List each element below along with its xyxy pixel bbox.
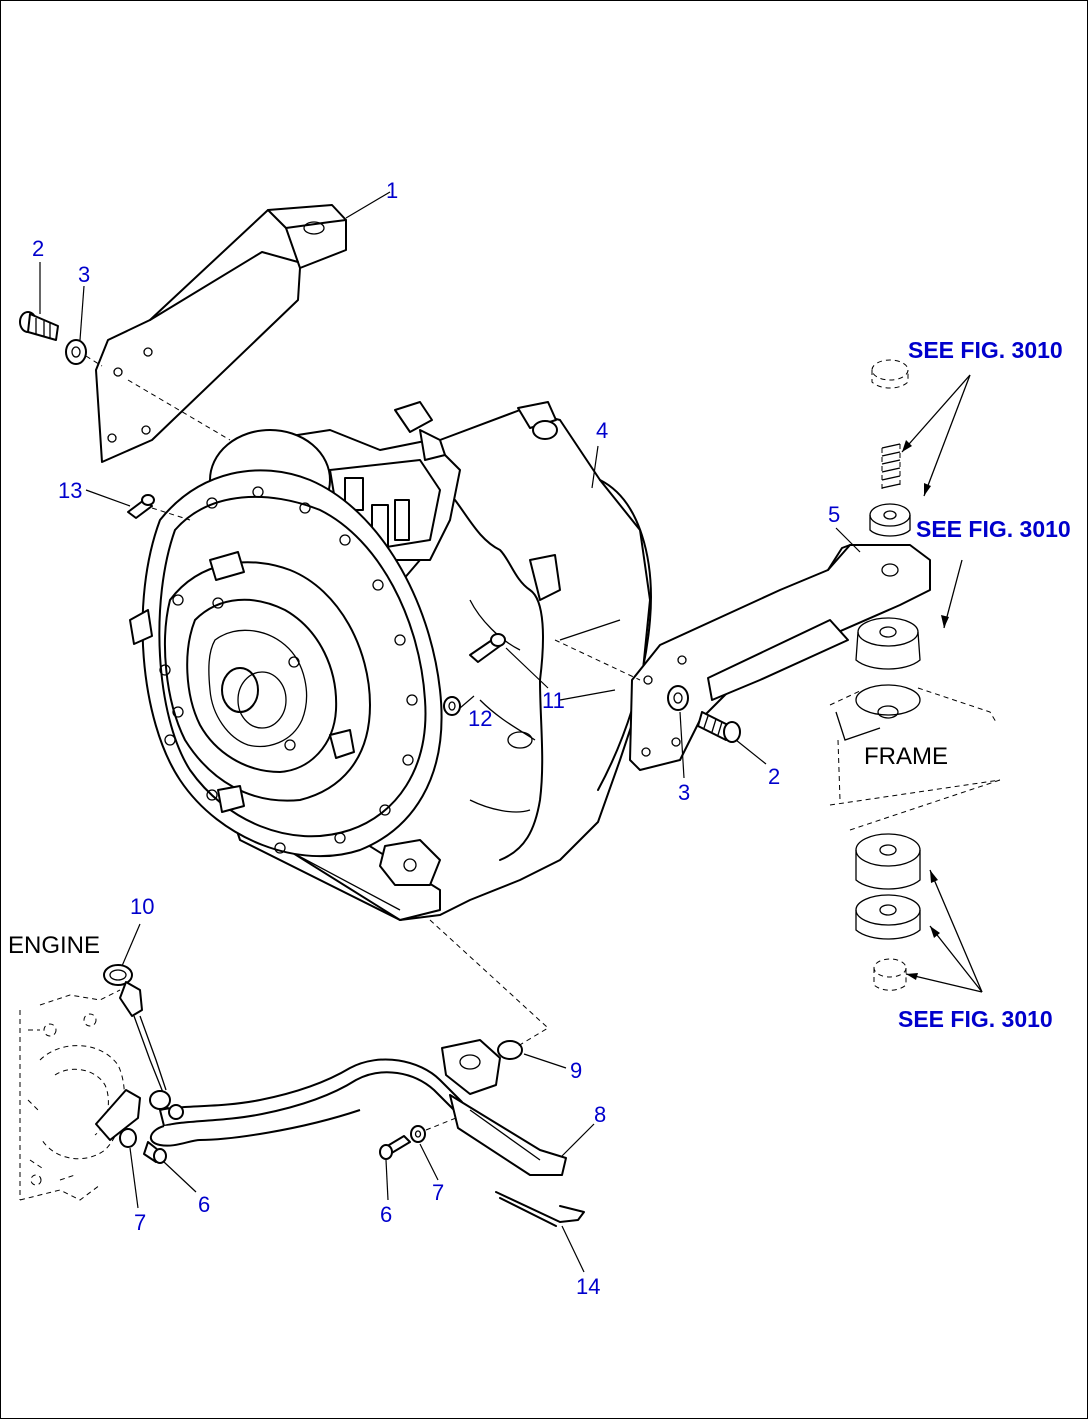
leader-lines bbox=[39, 191, 861, 1273]
callout-10: 10 bbox=[130, 894, 154, 919]
callout-3-left: 3 bbox=[78, 262, 90, 287]
see-fig-middle: SEE FIG. 3010 bbox=[916, 516, 1071, 542]
bolt-left bbox=[19, 311, 59, 341]
mount-stack-lower bbox=[855, 833, 921, 991]
clamp-14 bbox=[495, 1191, 585, 1227]
tube-clip-left bbox=[95, 1089, 184, 1164]
callout-13: 13 bbox=[58, 478, 82, 503]
washer-7-middle bbox=[410, 1125, 426, 1143]
engine-label: ENGINE bbox=[8, 932, 100, 959]
level-tube bbox=[149, 1039, 567, 1176]
see-fig-top: SEE FIG. 3010 bbox=[908, 337, 1063, 363]
callout-4: 4 bbox=[596, 418, 608, 443]
washer-left bbox=[65, 339, 87, 365]
bracket-left bbox=[95, 204, 347, 463]
callout-7-middle: 7 bbox=[432, 1180, 444, 1205]
frame-label: FRAME bbox=[864, 743, 948, 770]
reference-arrows bbox=[901, 374, 983, 993]
callout-5: 5 bbox=[828, 502, 840, 527]
washer-right bbox=[667, 685, 689, 711]
converter-housing bbox=[129, 429, 443, 858]
mount-stack-upper bbox=[829, 359, 1001, 831]
o-ring-9 bbox=[497, 1040, 523, 1060]
callout-9: 9 bbox=[570, 1058, 582, 1083]
bolt-right bbox=[697, 711, 741, 743]
callout-2-right: 2 bbox=[768, 764, 780, 789]
callouts: 1 2 3 4 5 13 12 11 3 2 10 9 8 6 7 6 7 14 bbox=[32, 178, 840, 1299]
callout-6-middle: 6 bbox=[380, 1202, 392, 1227]
callout-2-left: 2 bbox=[32, 236, 44, 261]
callout-7-left: 7 bbox=[134, 1210, 146, 1235]
bolt-6-middle bbox=[379, 1135, 411, 1160]
callout-12: 12 bbox=[468, 706, 492, 731]
callout-8: 8 bbox=[594, 1102, 606, 1127]
callout-3-right: 3 bbox=[678, 780, 690, 805]
callout-6-left: 6 bbox=[198, 1192, 210, 1217]
callout-14: 14 bbox=[576, 1274, 600, 1299]
bolt-13 bbox=[127, 494, 155, 519]
bracket-right bbox=[629, 544, 931, 771]
dipstick-cap bbox=[103, 964, 169, 1109]
bolt-11 bbox=[469, 633, 506, 663]
engine-outline bbox=[19, 989, 125, 1201]
callout-1: 1 bbox=[386, 178, 398, 203]
see-fig-bottom: SEE FIG. 3010 bbox=[898, 1006, 1053, 1032]
washer-12 bbox=[443, 696, 461, 716]
callout-11: 11 bbox=[542, 688, 565, 713]
